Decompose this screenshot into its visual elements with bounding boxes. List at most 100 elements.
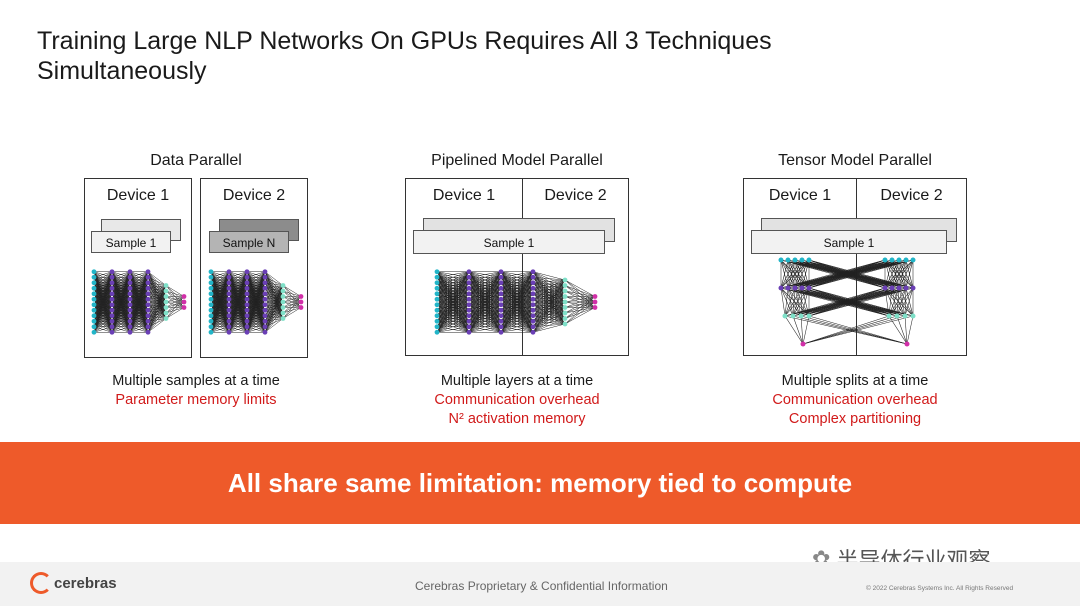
- tensor-model-parallel-panel: Tensor Model Parallel Device 1 Device 2 …: [743, 152, 967, 427]
- network-node: [806, 313, 812, 319]
- network-node: [466, 324, 472, 330]
- network-node: [181, 305, 187, 310]
- network-node: [127, 285, 133, 291]
- limitation-banner: All share same limitation: memory tied t…: [0, 442, 1080, 524]
- network-node: [109, 318, 115, 324]
- network-node: [208, 307, 214, 313]
- neural-network-diagram: [434, 269, 598, 335]
- network-node: [109, 285, 115, 291]
- network-node: [226, 307, 232, 313]
- network-node: [530, 307, 536, 313]
- sample-1-card: Sample 1: [751, 230, 947, 254]
- network-node: [903, 285, 909, 291]
- network-node: [145, 318, 151, 324]
- network-node: [244, 269, 250, 275]
- panel-title: Pipelined Model Parallel: [431, 152, 603, 169]
- network-node: [244, 285, 250, 291]
- banner-text: All share same limitation: memory tied t…: [227, 467, 853, 498]
- network-node: [91, 329, 97, 335]
- device-1-box: Device 1: [84, 178, 192, 358]
- neural-network-diagram: [778, 257, 916, 347]
- network-node: [298, 294, 304, 299]
- network-node: [882, 285, 888, 291]
- data-parallel-panel: Data Parallel Device 1 Device 2 Sample 1…: [84, 152, 308, 412]
- network-node: [226, 291, 232, 297]
- network-node: [145, 274, 151, 280]
- network-node: [896, 285, 902, 291]
- network-node: [530, 324, 536, 330]
- network-node: [127, 280, 133, 286]
- network-node: [910, 285, 916, 291]
- network-node: [882, 257, 888, 263]
- device-label: Device 1: [768, 187, 832, 204]
- network-node: [163, 305, 169, 310]
- network-node: [226, 318, 232, 324]
- network-node: [262, 274, 268, 280]
- limit-text: Complex partitioning: [788, 411, 922, 427]
- network-node: [466, 329, 472, 335]
- network-node: [127, 269, 133, 275]
- network-node: [208, 285, 214, 291]
- network-node: [244, 280, 250, 286]
- network-node: [498, 280, 504, 286]
- network-node: [145, 291, 151, 297]
- network-node: [498, 291, 504, 297]
- network-node: [244, 329, 250, 335]
- panel-caption: Multiple layers at a time Communication …: [405, 372, 629, 429]
- network-node: [109, 313, 115, 319]
- network-node: [280, 305, 286, 310]
- network-node: [530, 329, 536, 335]
- limit-text: N² activation memory: [448, 411, 586, 427]
- network-node: [145, 329, 151, 335]
- network-node: [145, 296, 151, 302]
- network-node: [109, 291, 115, 297]
- network-node: [434, 296, 440, 302]
- network-node: [109, 324, 115, 330]
- network-node: [145, 285, 151, 291]
- network-node: [145, 302, 151, 308]
- network-node: [498, 285, 504, 291]
- network-node: [127, 329, 133, 335]
- network-node: [91, 324, 97, 330]
- caption-text: Multiple samples at a time: [112, 373, 280, 389]
- network-node: [244, 324, 250, 330]
- network-node: [244, 302, 250, 308]
- network-node: [466, 307, 472, 313]
- network-node: [434, 285, 440, 291]
- network-node: [208, 329, 214, 335]
- network-node: [262, 296, 268, 302]
- network-node: [498, 313, 504, 319]
- device-label: Device 1: [106, 187, 170, 204]
- network-node: [498, 269, 504, 275]
- network-node: [434, 329, 440, 335]
- device-label: Device 2: [544, 187, 607, 204]
- network-node: [790, 313, 796, 319]
- network-node: [434, 302, 440, 308]
- caption-text: Multiple splits at a time: [781, 373, 929, 389]
- network-node: [262, 313, 268, 319]
- network-node: [244, 318, 250, 324]
- network-node: [280, 299, 286, 305]
- network-node: [466, 269, 472, 275]
- network-node: [498, 307, 504, 313]
- network-node: [562, 305, 568, 310]
- network-node: [262, 302, 268, 308]
- network-node: [904, 341, 910, 347]
- network-node: [466, 313, 472, 319]
- network-node: [498, 324, 504, 330]
- network-node: [226, 302, 232, 308]
- network-node: [127, 296, 133, 302]
- network-node: [262, 329, 268, 335]
- network-node: [894, 313, 900, 319]
- network-node: [562, 288, 568, 294]
- logo-text: cerebras: [54, 574, 117, 592]
- panel-caption: Multiple splits at a time Communication …: [743, 372, 967, 429]
- network-node: [262, 280, 268, 286]
- network-node: [562, 316, 568, 321]
- device-2-box: Device 2: [522, 178, 629, 356]
- network-node: [785, 257, 791, 263]
- network-node: [280, 288, 286, 294]
- network-node: [244, 274, 250, 280]
- network-node: [498, 302, 504, 308]
- network-node: [280, 283, 286, 288]
